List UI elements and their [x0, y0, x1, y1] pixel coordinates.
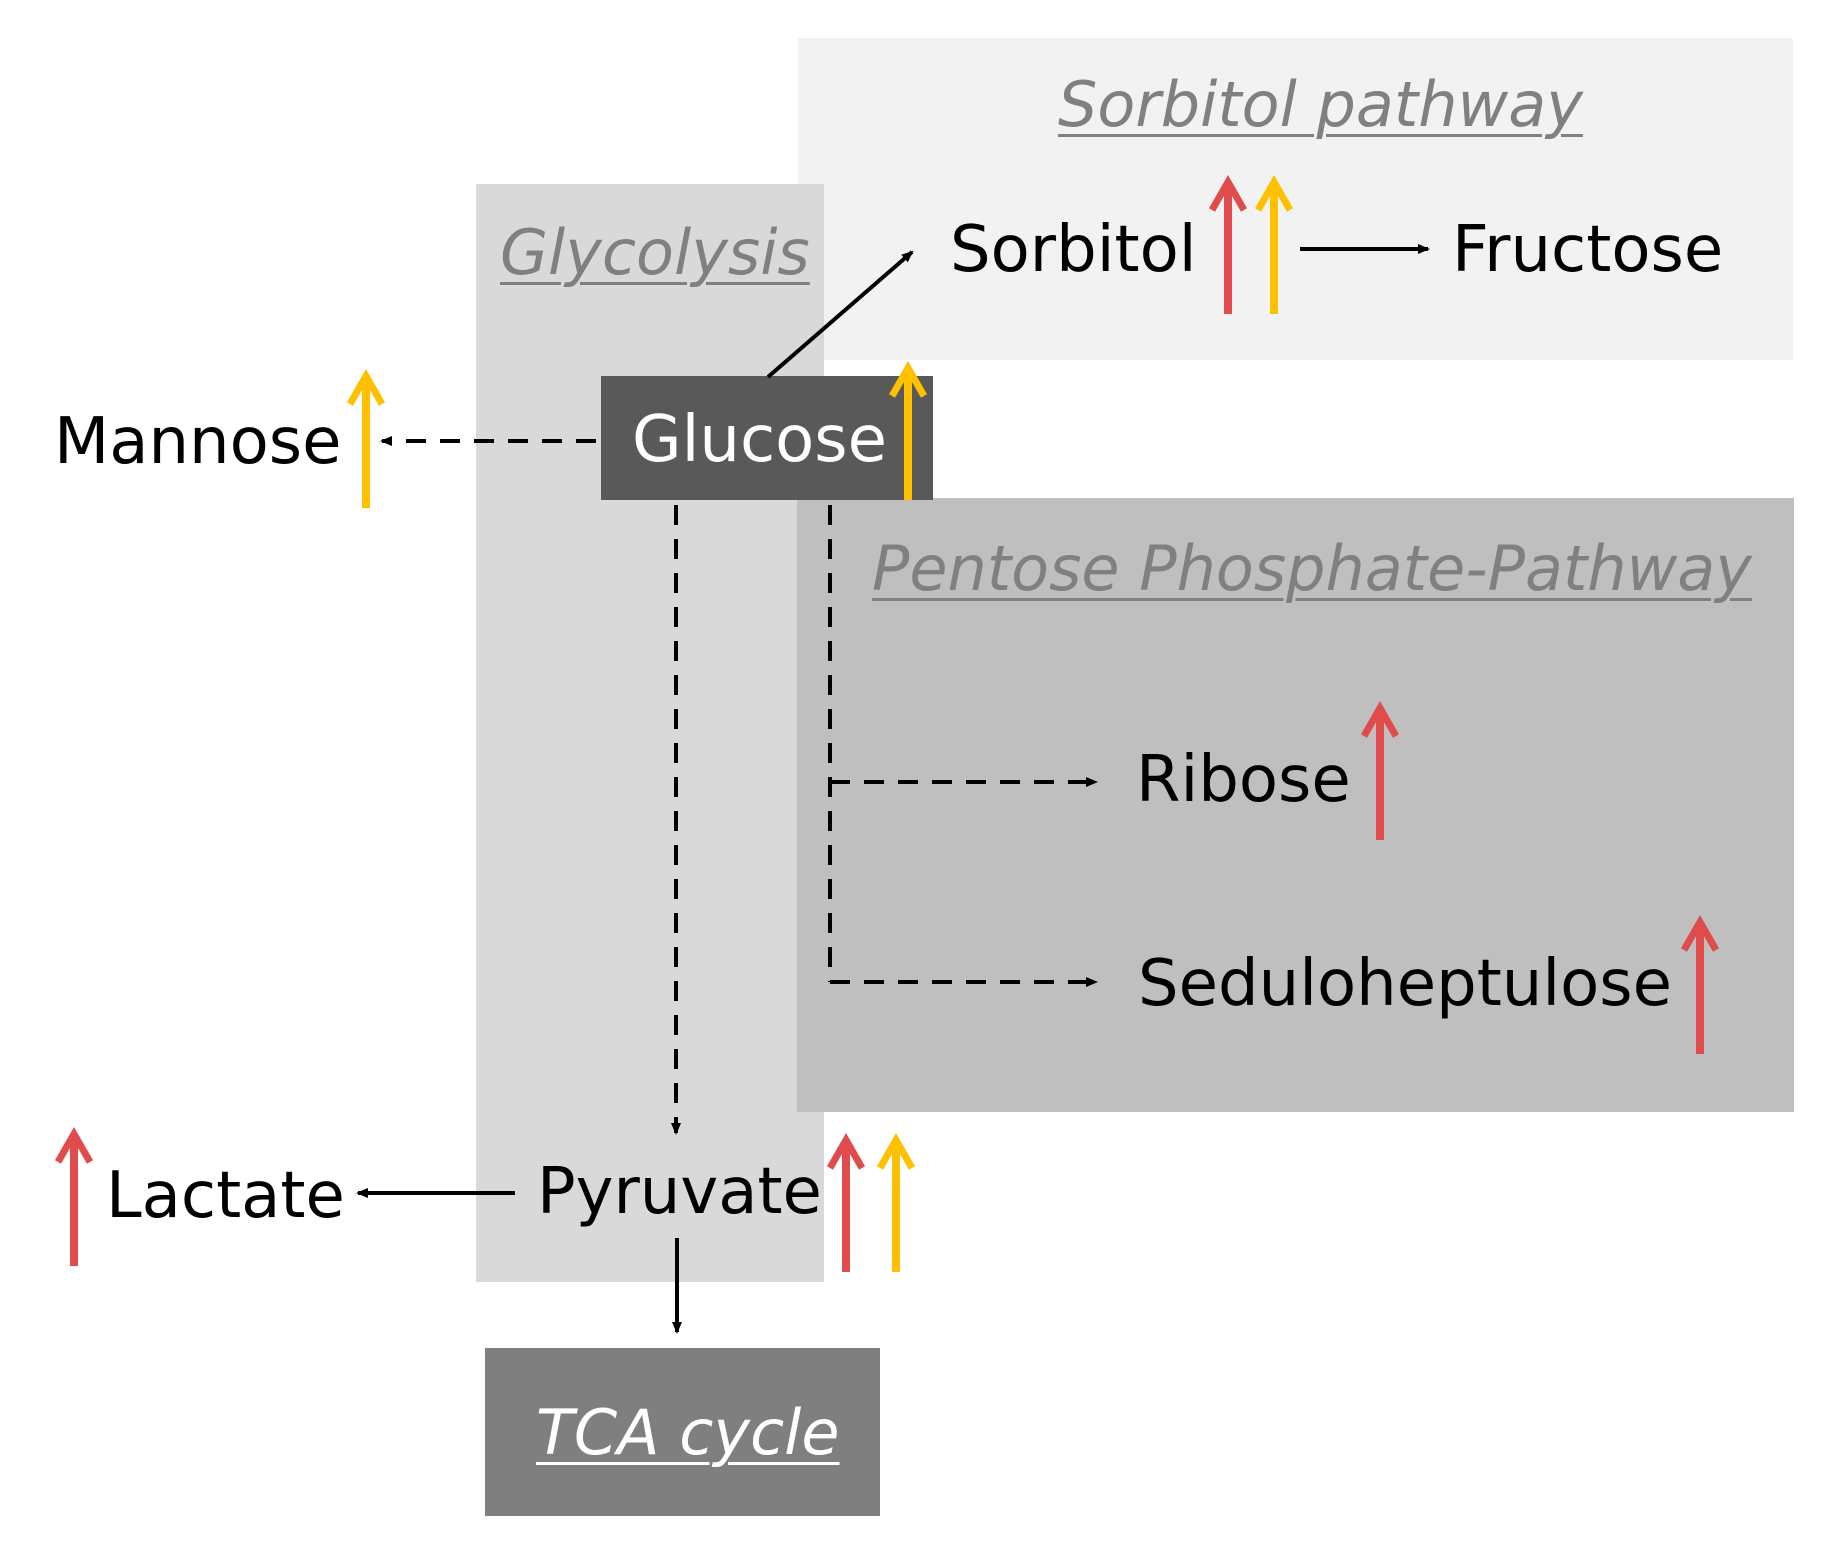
tca-cycle-title: TCA cycle — [536, 1396, 840, 1469]
up-arrow-sorbitol-red — [1208, 174, 1248, 314]
up-arrow-glucose-yellow — [888, 360, 928, 500]
metabolite-mannose: Mannose — [54, 405, 342, 479]
glycolysis-region — [476, 184, 824, 1282]
metabolite-lactate: Lactate — [106, 1159, 345, 1233]
tca-cycle-box — [485, 1348, 880, 1516]
arrow-glucose-to-sorbitol — [766, 250, 914, 379]
metabolite-sorbitol: Sorbitol — [950, 213, 1197, 287]
glycolysis-title: Glycolysis — [500, 216, 810, 289]
up-arrow-lactate-red — [54, 1126, 94, 1266]
metabolite-glucose: Glucose — [632, 403, 887, 477]
metabolite-ribose: Ribose — [1136, 743, 1351, 817]
metabolite-pyruvate: Pyruvate — [537, 1155, 822, 1229]
glucose-box — [601, 376, 933, 500]
up-arrow-sorbitol-yellow — [1254, 174, 1294, 314]
pentose-phosphate-region — [797, 498, 1794, 1112]
sorbitol-pathway-title: Sorbitol pathway — [1058, 68, 1583, 141]
up-arrow-pyruvate-red — [826, 1132, 866, 1272]
up-arrow-ribose-red — [1360, 700, 1400, 840]
metabolite-fructose: Fructose — [1452, 213, 1724, 287]
up-arrow-pyruvate-yellow — [876, 1132, 916, 1272]
sorbitol-pathway-region — [798, 38, 1793, 360]
up-arrow-mannose-yellow — [346, 368, 386, 508]
pentose-phosphate-title: Pentose Phosphate-Pathway — [872, 532, 1752, 605]
up-arrow-seduloheptulose-red — [1680, 914, 1720, 1054]
metabolite-seduloheptulose: Seduloheptulose — [1138, 947, 1672, 1021]
